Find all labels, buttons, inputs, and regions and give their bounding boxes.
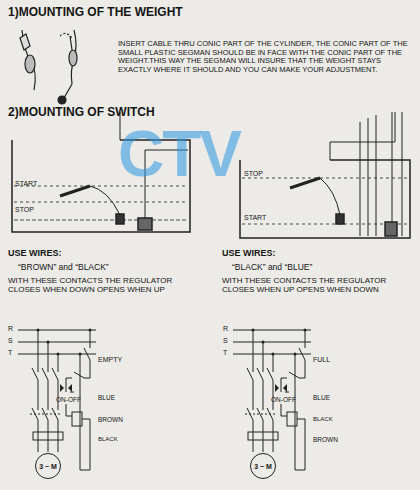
wire-label: BLACK (98, 436, 118, 443)
motor-symbol: 3 ~ M (250, 453, 276, 479)
level-label: STOP (15, 206, 34, 214)
level-label: START (244, 214, 266, 222)
wires-heading: USE WIRES: (222, 248, 276, 258)
wires-heading: USE WIRES: (8, 248, 62, 258)
motor-label: 3 ~ M (39, 463, 57, 470)
instruction-text: INSERT CABLE THRU CONIC PART OF THE CYLI… (118, 40, 412, 75)
phase-label: T (223, 349, 227, 357)
phase-label: S (8, 337, 13, 345)
switch-label: ON-OFF (271, 396, 296, 403)
phase-label: R (8, 325, 13, 333)
level-label: STOP (244, 170, 263, 178)
wire-names: “BLACK” and “BLUE” (232, 263, 312, 273)
section-heading: 2)MOUNTING OF SWITCH (8, 106, 155, 120)
wire-label: BROWN (98, 416, 123, 423)
wire-label: BLUE (98, 394, 115, 401)
wire-label: BLACK (313, 416, 333, 423)
instruction-text: WITH THESE CONTACTS THE REGULATOR CLOSES… (222, 276, 402, 294)
wire-label: BROWN (313, 436, 338, 443)
switch-label: EMPTY (98, 356, 122, 364)
phase-label: R (223, 325, 228, 333)
level-label: START (15, 180, 37, 188)
watermark: CTV (118, 118, 240, 192)
weight-illustration (20, 30, 77, 104)
wire-names: “BROWN” and “BLACK” (18, 263, 109, 273)
phase-label: T (8, 349, 12, 357)
wire-label: BLUE (313, 394, 330, 401)
phase-label: S (223, 337, 228, 345)
instruction-text: WITH THESE CONTACTS THE REGULATOR CLOSES… (8, 276, 188, 294)
tank-full (240, 112, 410, 238)
switch-label: FULL (313, 356, 330, 364)
section-heading: 1)MOUNTING OF THE WEIGHT (8, 6, 183, 20)
motor-symbol: 3 ~ M (35, 453, 61, 479)
switch-label: ON-OFF (56, 396, 81, 403)
motor-label: 3 ~ M (254, 463, 272, 470)
